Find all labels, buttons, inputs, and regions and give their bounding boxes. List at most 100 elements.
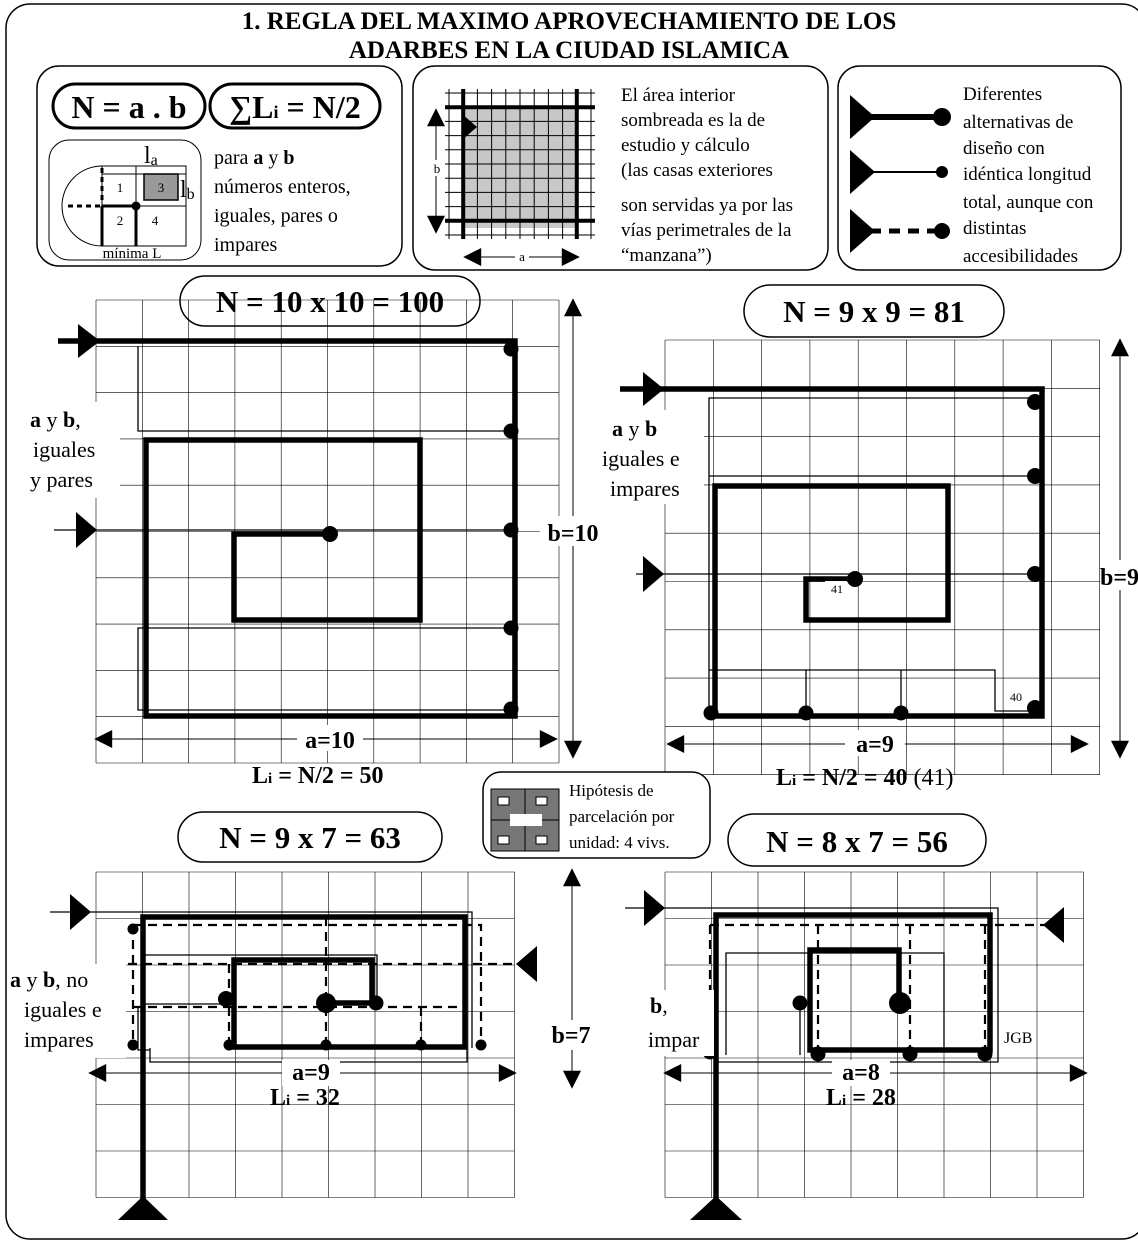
panel-81-b-label: b=9 — [1100, 565, 1138, 591]
panel-81-side-line-2: iguales e — [602, 446, 680, 471]
panel-56-side-line-2: impar — [648, 1027, 700, 1052]
svg-text:distintas: distintas — [963, 218, 1026, 239]
explain-a-label: a — [519, 249, 525, 264]
panel-56-entry-arrow-bottom — [690, 1196, 742, 1220]
panel-63-a-label: a=9 — [292, 1060, 330, 1086]
panel-100-grid — [95, 299, 560, 764]
panel-63-header-pill — [177, 811, 443, 863]
title-line-2: ADARBES EN LA CIUDAD ISLAMICA — [349, 37, 789, 64]
panel-100-side-line-2: iguales — [33, 437, 95, 462]
panel-81-sum: Li = N/2 = 40 (41) — [776, 765, 954, 791]
mini-cell-3: 3 — [158, 180, 165, 195]
svg-text:accesibilidades: accesibilidades — [963, 246, 1078, 267]
panel-81: N = 9 x 9 = 81 41 40 b=9 — [602, 284, 1138, 791]
svg-text:vías perimetrales de la: vías perimetrales de la — [621, 220, 792, 241]
formula-box: N = a . b ∑Li = N/2 1 3 2 4 la lb mínima… — [36, 65, 403, 267]
formula-n-pill — [51, 82, 207, 130]
svg-text:“manzana”): “manzana”) — [621, 245, 712, 266]
panel-81-label-40: 40 — [1010, 690, 1022, 704]
panel-63-entry-arrow-top — [70, 894, 91, 930]
panel-63-endpoints — [127, 923, 487, 1051]
legend-text: Diferentes alternativas de diseño con id… — [963, 84, 1094, 267]
panel-100: N = 10 x 10 = 100 b=10 a=10 Li = N/2 = 5… — [20, 275, 606, 789]
mini-minima-label: mínima L — [103, 246, 162, 262]
panel-81-entry-arrow-mid — [643, 556, 664, 592]
panel-100-routes — [54, 338, 518, 719]
svg-text:alternativas de: alternativas de — [963, 112, 1073, 133]
formula-desc-line-1: para a y b — [214, 147, 295, 169]
mini-half-circle — [61, 165, 103, 247]
mini-example-box — [48, 139, 202, 261]
panel-81-header: N = 9 x 9 = 81 — [783, 294, 965, 329]
mini-la-label: la — [144, 143, 158, 169]
explain-entry-arrow — [462, 114, 477, 140]
panel-56-a-label: a=8 — [842, 1060, 880, 1086]
panel-63-side-line-3: impares — [24, 1027, 94, 1052]
panel-81-header-pill — [743, 284, 1005, 338]
panel-81-label-41: 41 — [831, 582, 843, 596]
panel-100-header-pill — [179, 275, 481, 327]
svg-text:son servidas ya por las: son servidas ya por las — [621, 195, 793, 216]
panel-63: N = 9 x 7 = 63 — [8, 811, 598, 1220]
panel-56-header: N = 8 x 7 = 56 — [766, 824, 948, 859]
svg-text:(las casas exteriores: (las casas exteriores — [621, 160, 773, 181]
panel-56-side-line-1: b, — [650, 993, 668, 1018]
panel-100-sum: Li = N/2 = 50 — [252, 763, 384, 789]
grid-box: b a El área interior sombreada es la de … — [412, 65, 829, 271]
mini-cell-1: 1 — [117, 180, 124, 195]
formula-desc-line-2: números enteros, — [214, 176, 351, 198]
formula-desc-line-3: iguales, pares o — [214, 205, 338, 227]
panel-81-endpoints — [703, 394, 1043, 721]
panel-63-side-line-2: iguales e — [24, 997, 102, 1022]
panel-56-sum: Li = 28 — [826, 1085, 896, 1111]
svg-text:El área interior: El área interior — [621, 85, 736, 106]
svg-text:sombreada es la de: sombreada es la de — [621, 110, 765, 131]
mini-cell-2: 2 — [117, 213, 124, 228]
panel-100-side-line-1: a y b, — [30, 407, 81, 432]
panel-81-entry-arrow-top — [643, 372, 664, 406]
panel-63-side-line-1: a y b, no — [10, 967, 88, 992]
parcel-box: Hipótesis de parcelación por unidad: 4 v… — [482, 771, 711, 859]
panel-100-b-label: b=10 — [547, 521, 598, 547]
svg-text:idéntica longitud: idéntica longitud — [963, 164, 1092, 185]
panel-81-routes — [620, 386, 1045, 719]
formula-n: N = a . b — [71, 89, 186, 125]
panel-56-signature: JGB — [1004, 1030, 1032, 1047]
panel-81-a-label: a=9 — [856, 732, 894, 758]
svg-text:diseño con: diseño con — [963, 138, 1045, 159]
title-line-1: 1. REGLA DEL MAXIMO APROVECHAMIENTO DE L… — [242, 8, 896, 35]
formula-desc-line-4: impares — [214, 234, 278, 256]
panel-63-header: N = 9 x 7 = 63 — [219, 820, 401, 855]
legend-dashed-arrow-icon — [850, 209, 875, 253]
panel-56-entry-arrow-top — [644, 890, 665, 926]
panel-63-sum: Li = 32 — [270, 1085, 340, 1111]
panel-56: N = 8 x 7 = 56 a=8 Li = 28 — [625, 813, 1088, 1220]
panel-63-entry-arrow-bottom — [118, 1196, 168, 1220]
legend-thin-arrow-icon — [850, 150, 875, 194]
panel-100-entry-arrow-mid — [76, 512, 97, 548]
explain-b-label: b — [434, 161, 441, 176]
formula-sum: ∑Li = N/2 — [229, 89, 360, 125]
panel-56-entry-arrow-right — [1043, 907, 1064, 943]
panel-63-b-label: b=7 — [551, 1023, 590, 1049]
formula-sum-pill — [208, 82, 382, 130]
panel-81-side-line-1: a y b — [612, 416, 657, 441]
panel-100-endpoints — [322, 341, 519, 717]
panel-56-header-pill — [727, 813, 987, 867]
panel-63-grid — [95, 871, 515, 1198]
svg-text:unidad: 4 vivs.: unidad: 4 vivs. — [569, 833, 670, 852]
legend-thick-arrow-icon — [850, 95, 875, 139]
panel-81-side-line-3: impares — [610, 476, 680, 501]
svg-text:parcelación por: parcelación por — [569, 807, 675, 826]
panel-100-header: N = 10 x 10 = 100 — [216, 284, 444, 319]
svg-text:total, aunque con: total, aunque con — [963, 192, 1094, 213]
svg-text:Hipótesis de: Hipótesis de — [569, 781, 654, 800]
svg-text:Diferentes: Diferentes — [963, 84, 1042, 105]
panel-100-a-label: a=10 — [305, 728, 355, 754]
outer-frame — [5, 3, 1138, 1240]
mini-lb-label: lb — [180, 177, 195, 203]
grid-box-text: El área interior sombreada es la de estu… — [621, 85, 793, 266]
panel-63-entry-arrow-right — [516, 946, 537, 982]
legend-box: Diferentes alternativas de diseño con id… — [837, 65, 1122, 271]
